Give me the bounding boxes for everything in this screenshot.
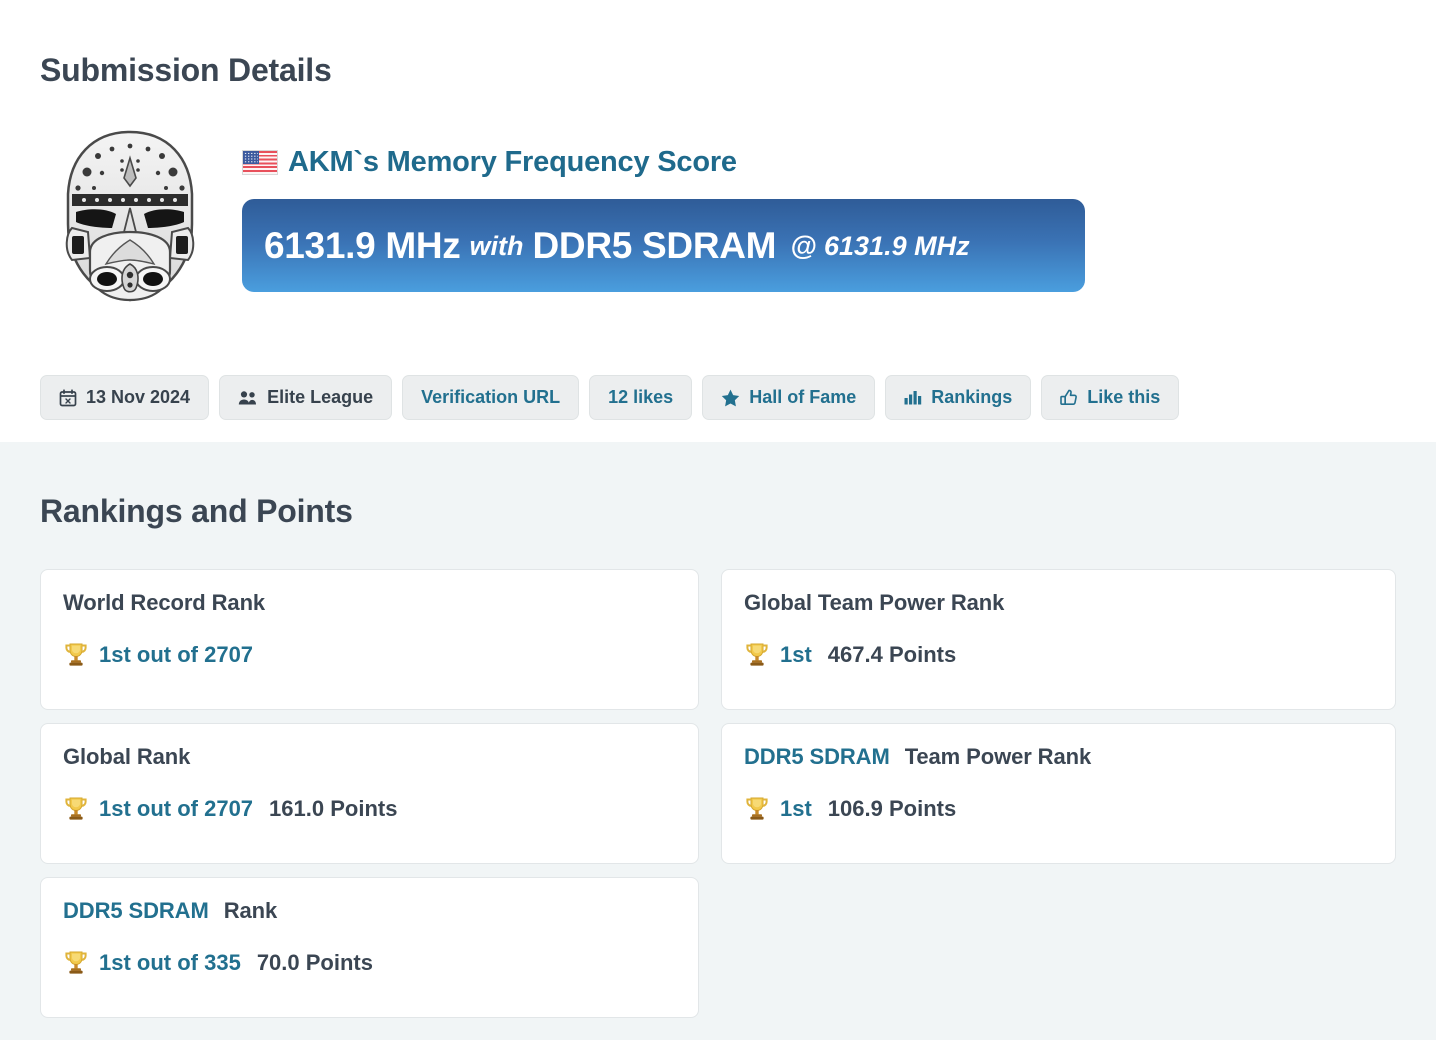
badge-likes-count-label: 12 likes xyxy=(608,387,674,407)
rank-card-title: DDR5 SDRAM Team Power Rank xyxy=(744,744,1373,770)
stormtrooper-helmet-avatar-icon xyxy=(65,130,195,302)
submission-meta-badges: 13 Nov 2024 Elite League Verification UR… xyxy=(40,375,1180,420)
badge-date-label: 13 Nov 2024 xyxy=(86,387,191,407)
rank-card-title-text: Team Power Rank xyxy=(904,744,1092,769)
rank-points: 161.0 Points xyxy=(269,796,398,821)
trophy-icon xyxy=(63,796,89,822)
badge-league[interactable]: Elite League xyxy=(219,375,393,420)
submission-details-section: Submission Details xyxy=(0,0,1436,442)
rank-card-title: Global Team Power Rank xyxy=(744,590,1373,616)
rank-cards-left-column: World Record Rank 1 xyxy=(40,569,699,1018)
rank-position[interactable]: 1st out of 2707 xyxy=(99,642,254,667)
rank-points: 467.4 Points xyxy=(827,642,957,667)
score-title-text: AKM`s Memory Frequency Score xyxy=(288,146,737,178)
star-icon xyxy=(721,389,740,407)
rankings-and-points-section: Rankings and Points World Record Rank xyxy=(0,442,1436,1040)
trophy-icon xyxy=(63,950,89,976)
rank-cards-right-column: Global Team Power Rank xyxy=(721,569,1396,1018)
submission-main: AKM`s Memory Frequency Score 6131.9 MHz … xyxy=(242,128,1085,292)
us-flag-icon xyxy=(242,150,278,175)
badge-rankings-label: Rankings xyxy=(931,387,1013,407)
rank-card-title-text: Global Rank xyxy=(63,744,191,769)
bar-chart-icon xyxy=(904,389,922,406)
score-value: 6131.9 MHz xyxy=(264,224,461,266)
rank-card-hardware-rank: DDR5 SDRAM Rank xyxy=(40,877,699,1018)
badge-hall-of-fame-label: Hall of Fame xyxy=(749,387,857,407)
rank-card-title: World Record Rank xyxy=(63,590,676,616)
rank-cards-grid: World Record Rank 1 xyxy=(40,569,1396,1018)
badge-rankings[interactable]: Rankings xyxy=(885,375,1032,420)
calendar-icon xyxy=(59,388,77,407)
page-title: Submission Details xyxy=(40,52,332,88)
rank-position[interactable]: 1st xyxy=(780,796,812,821)
rank-card-body: 1st out of 2707 161.0 Points xyxy=(63,796,676,822)
badge-hall-of-fame[interactable]: Hall of Fame xyxy=(702,375,876,420)
rank-card-title-text: Rank xyxy=(223,898,278,923)
badge-like-this[interactable]: Like this xyxy=(1041,375,1180,420)
rank-card-world-record: World Record Rank 1 xyxy=(40,569,699,710)
rank-card-global-rank: Global Rank 1st out xyxy=(40,723,699,864)
rank-card-body: 1st 106.9 Points xyxy=(744,796,1373,822)
score-connector: with xyxy=(469,231,524,261)
rank-position[interactable]: 1st out of 2707 xyxy=(99,796,254,821)
rank-card-body: 1st out of 335 70.0 Points xyxy=(63,950,676,976)
submission-summary: AKM`s Memory Frequency Score 6131.9 MHz … xyxy=(40,128,1085,318)
rank-card-title-text: World Record Rank xyxy=(63,590,266,615)
trophy-icon xyxy=(63,642,89,668)
badge-league-label: Elite League xyxy=(267,387,374,407)
thumbs-up-icon xyxy=(1060,389,1078,407)
trophy-icon xyxy=(744,796,770,822)
rank-card-hardware-link[interactable]: DDR5 SDRAM xyxy=(63,898,209,923)
rank-card-hardware-link[interactable]: DDR5 SDRAM xyxy=(744,744,890,769)
rank-position[interactable]: 1st out of 335 xyxy=(99,950,241,975)
rank-card-global-team-power: Global Team Power Rank xyxy=(721,569,1396,710)
rank-card-body: 1st out of 2707 xyxy=(63,642,676,668)
rank-position[interactable]: 1st xyxy=(780,642,812,667)
rank-points: 106.9 Points xyxy=(827,796,957,821)
rank-card-title-text: Global Team Power Rank xyxy=(744,590,1005,615)
badge-verification-url[interactable]: Verification URL xyxy=(402,375,580,420)
badge-likes-count[interactable]: 12 likes xyxy=(589,375,693,420)
avatar xyxy=(40,128,220,318)
score-banner: 6131.9 MHz with DDR5 SDRAM @ 6131.9 MHz xyxy=(242,199,1085,292)
users-icon xyxy=(238,390,258,406)
score-title-row[interactable]: AKM`s Memory Frequency Score xyxy=(242,148,1085,177)
rank-card-title: DDR5 SDRAM Rank xyxy=(63,898,676,924)
trophy-icon xyxy=(744,642,770,668)
badge-date[interactable]: 13 Nov 2024 xyxy=(40,375,210,420)
badge-like-this-label: Like this xyxy=(1087,387,1161,407)
rank-card-body: 1st 467.4 Points xyxy=(744,642,1373,668)
badge-verification-url-label: Verification URL xyxy=(421,387,561,407)
rank-points: 70.0 Points xyxy=(256,950,373,975)
rank-card-title: Global Rank xyxy=(63,744,676,770)
score-clock: @ 6131.9 MHz xyxy=(790,231,970,261)
rankings-section-title: Rankings and Points xyxy=(40,493,353,529)
rank-card-hardware-team-power: DDR5 SDRAM Team Power Rank xyxy=(721,723,1396,864)
score-hardware: DDR5 SDRAM xyxy=(532,224,777,266)
